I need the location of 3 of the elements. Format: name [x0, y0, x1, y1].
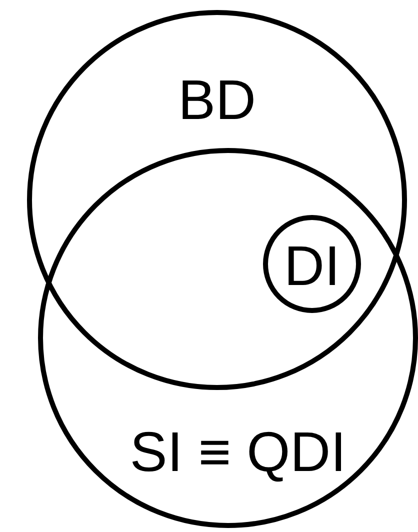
set-label: DI: [284, 238, 340, 294]
set-label: BD: [178, 72, 256, 128]
set-label: SI ≡ QDI: [130, 424, 346, 480]
